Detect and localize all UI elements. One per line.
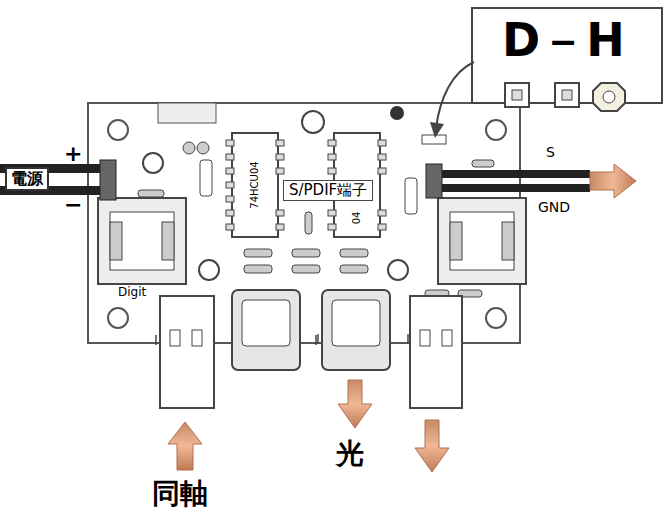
board-name: Digit bbox=[118, 286, 146, 298]
coax-label: 同軸 bbox=[152, 480, 208, 508]
power-label-box: 電源 bbox=[5, 167, 49, 191]
minus-sign: − bbox=[64, 194, 82, 216]
signal-name: S bbox=[546, 145, 555, 159]
node-text: S/PDIF端子 bbox=[289, 182, 367, 199]
chip-name: 74HCU04 bbox=[250, 161, 260, 208]
spdif-terminal-box: S/PDIF端子 bbox=[283, 180, 373, 201]
chip-name: 04 bbox=[352, 212, 362, 225]
ground-name: GND bbox=[538, 200, 570, 214]
optical-label: 光 bbox=[336, 440, 364, 468]
jumper-callout-box: D－H bbox=[472, 8, 664, 103]
node-text: D－H bbox=[502, 14, 664, 67]
plus-sign: + bbox=[64, 143, 82, 165]
node-text: 電源 bbox=[11, 170, 43, 188]
